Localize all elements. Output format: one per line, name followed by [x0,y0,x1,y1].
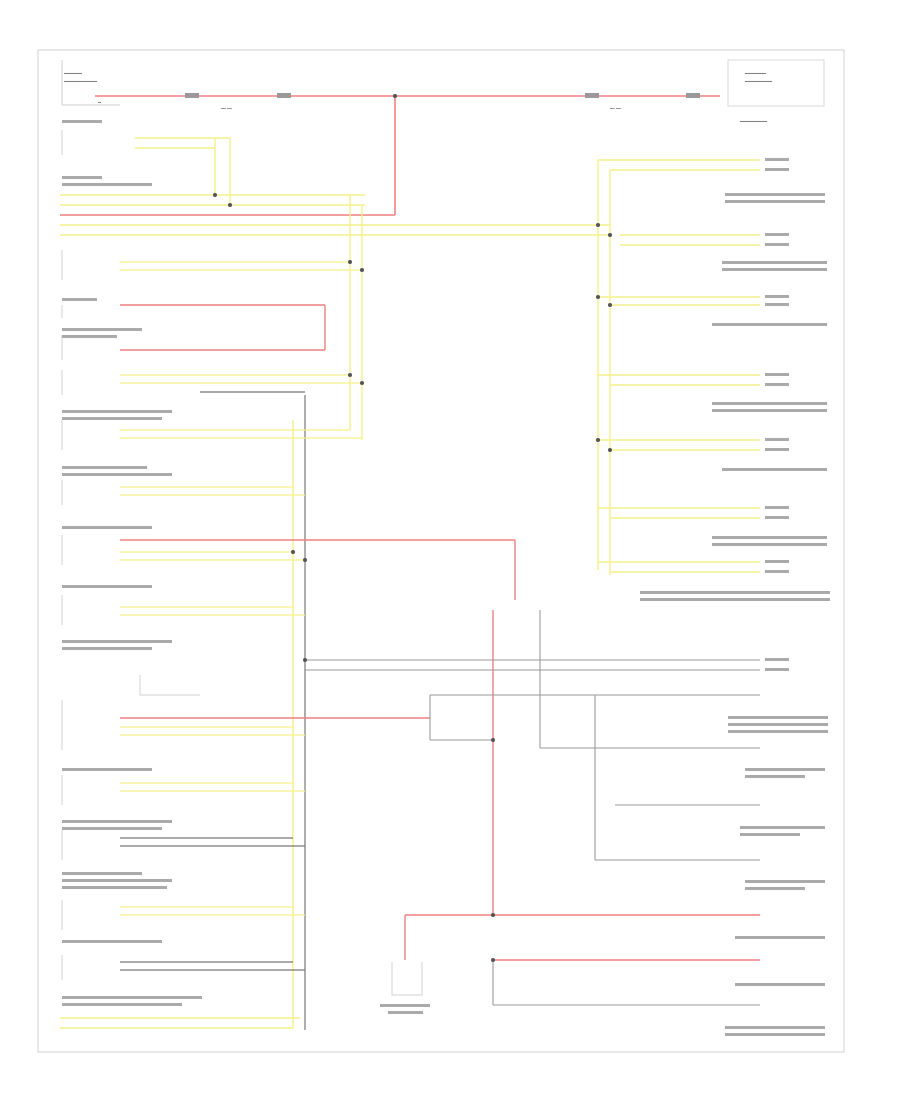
svg-text:━━ ━━: ━━ ━━ [220,106,232,111]
svg-text:━━ ━━: ━━ ━━ [609,106,621,111]
bottom-center-component [380,962,430,1014]
red-loop-mid [120,304,326,351]
left-component-labels [62,120,202,1006]
svg-text:━: ━ [97,100,102,106]
red-wire-center [120,539,760,961]
component-top-right: ━━━━━━━ ━━━━━━━━━ ━━━━━━━━━ [727,59,825,125]
svg-text:━━━━━━━━━: ━━━━━━━━━ [744,79,773,85]
gray-wiring [305,610,760,1006]
left-components [61,130,200,980]
component-top-left: ━━━━━━ ━━━━━━━━━━━ ━ [61,60,120,106]
top-power-wire [60,94,720,216]
svg-text:━━━━━━━: ━━━━━━━ [744,71,767,77]
svg-text:━━━━━━━━━: ━━━━━━━━━ [739,119,768,125]
splice-points [213,193,612,962]
right-component-labels [640,158,830,601]
svg-text:━━━━━━━━━━━: ━━━━━━━━━━━ [63,79,98,85]
left-pin-wires [120,261,362,971]
top-wire-connectors: ━━ ━━ ━━ ━━ [185,93,700,111]
svg-text:━━━━━━: ━━━━━━ [63,71,83,77]
diagram-frame [37,49,845,1053]
right-lower-labels [725,658,828,1036]
left-yellow-bus [60,137,610,1029]
right-yellow-bus [597,159,760,575]
